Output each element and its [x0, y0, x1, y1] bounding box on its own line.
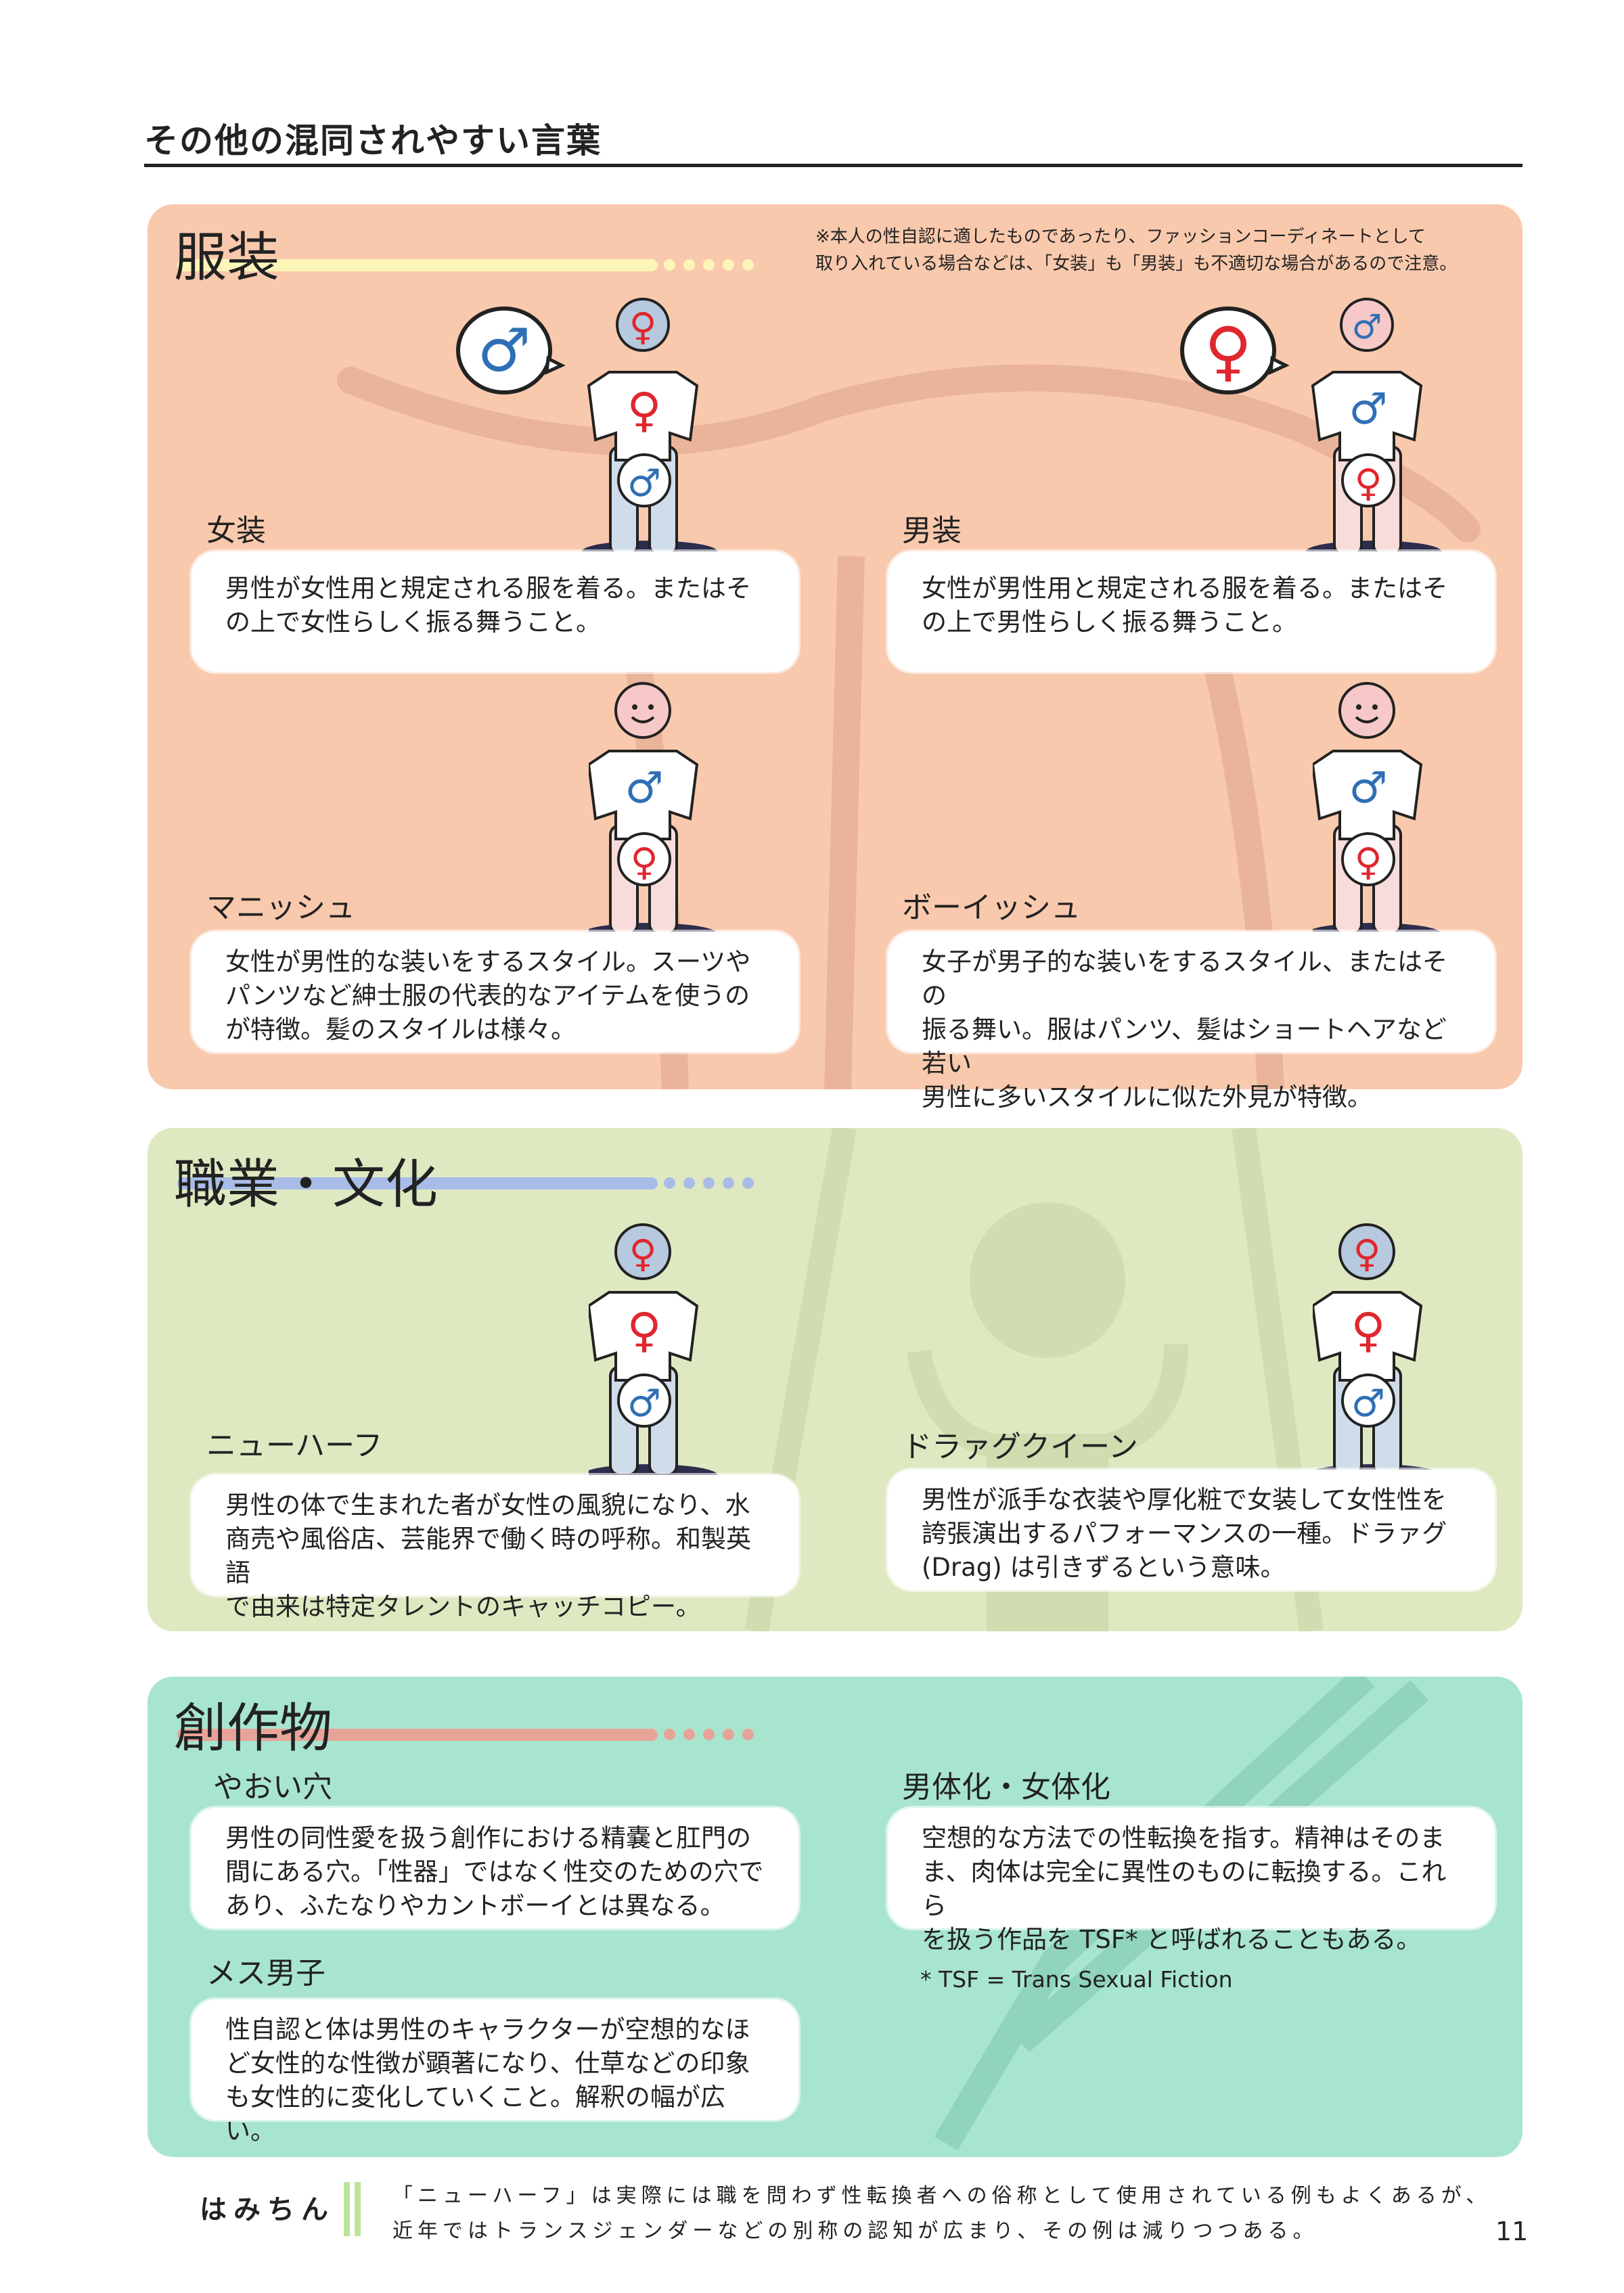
- divider-bar: [355, 2182, 361, 2236]
- female-icon: ♀: [1353, 1232, 1380, 1276]
- title-rule: [144, 164, 1522, 167]
- male-icon: ♂: [627, 1382, 661, 1426]
- term-mesu-danshi: メス男子: [206, 1956, 325, 1991]
- title-dots: [664, 1177, 754, 1189]
- female-icon: ♀: [630, 840, 658, 884]
- desc-card-newhalf: 男性の体で生まれた者が女性の風貌になり、水商売や風俗店、芸能界で働く時の呼称。和…: [191, 1475, 798, 1621]
- female-icon: ♀: [1354, 840, 1382, 884]
- female-icon: ♀: [629, 305, 656, 349]
- desc-card-gender-bend: 空想的な方法での性転換を指す。精神はそのまま、肉体は完全に異性のものに転換する。…: [888, 1808, 1495, 1954]
- figure-crossdress: ♂ ♀ ♀ ♂: [456, 298, 717, 562]
- male-icon: ♂: [627, 461, 661, 505]
- term-josou: 女装: [206, 514, 266, 548]
- section-title-fiction: 創作物: [174, 1698, 333, 1759]
- term-dragqueen: ドラァグクイーン: [902, 1430, 1138, 1464]
- term-dansou: 男装: [902, 514, 962, 548]
- figure-newhalf: ♀ ♀ ♂: [589, 1223, 717, 1486]
- desc-card-dansou: 女性が男性用と規定される服を着る。またはその上で男性らしく振る舞うこと。: [888, 551, 1495, 672]
- term-mannish: マニッシュ: [206, 890, 355, 925]
- divider-bar: [344, 2182, 350, 2236]
- male-icon: ♂: [1349, 384, 1387, 434]
- desc-card-boyish: 女子が男子的な装いをするスタイル、またはその振る舞い。服はパンツ、髪はショートヘ…: [888, 932, 1495, 1112]
- desc-card-mannish: 女性が男性的な装いをするスタイル。スーツやパンツなど紳士服の代表的なアイテムを使…: [191, 932, 798, 1052]
- desc-card-yaoi-ana: 男性の同性愛を扱う創作における精嚢と肛門の間にある穴。「性器」ではなく性交のため…: [191, 1808, 798, 1928]
- male-icon: ♂: [1349, 763, 1387, 813]
- figure-dragqueen: ♀ ♀ ♂: [1313, 1223, 1441, 1486]
- male-icon: ♂: [1351, 1382, 1385, 1426]
- author-name: はみちん: [200, 2194, 335, 2225]
- clothing-note: ※本人の性自認に適したものであったり、ファッションコーディネートとして 取り入れ…: [815, 227, 1458, 274]
- desc-card-mesu-danshi: 性自認と体は男性のキャラクターが空想的なほど女性的な性徴が顕著になり、仕草などの…: [191, 1999, 798, 2146]
- term-yaoi-ana: やおい穴: [213, 1770, 332, 1804]
- term-boyish: ボーイッシュ: [902, 890, 1081, 925]
- female-icon: ♀: [1204, 313, 1252, 389]
- title-underline: [177, 1729, 658, 1741]
- bottom-note: 「ニューハーフ」は実際には職を問わず性転換者への俗称として使用されている例もよく…: [392, 2184, 1491, 2243]
- page-number: 11: [1495, 2217, 1529, 2246]
- female-icon: ♀: [627, 1302, 661, 1358]
- male-icon: ♂: [478, 315, 531, 385]
- page-title: その他の混同されやすい言葉: [144, 121, 602, 160]
- female-icon: ♀: [627, 382, 661, 438]
- title-underline: [177, 259, 658, 271]
- desc-card-josou: 男性が女性用と規定される服を着る。またはその上で女性らしく振る舞うこと。: [191, 551, 798, 672]
- tsf-footnote: * TSF = Trans Sexual Fiction: [920, 1966, 1233, 1993]
- term-gender-bend: 男体化・女体化: [902, 1770, 1110, 1804]
- female-icon: ♀: [1351, 1302, 1385, 1358]
- female-icon: ♀: [629, 1232, 656, 1276]
- title-dots: [664, 1729, 754, 1740]
- section-title-culture: 職業・文化: [174, 1154, 438, 1215]
- title-dots: [664, 259, 754, 271]
- male-icon: ♂: [1352, 307, 1382, 346]
- figure-maledress: ♀ ♂ ♂ ♀: [1180, 298, 1441, 562]
- title-underline: [177, 1177, 658, 1189]
- male-icon: ♂: [625, 763, 663, 813]
- female-icon: ♀: [1354, 461, 1382, 505]
- figure-mannish: ♂ ♀: [589, 682, 717, 945]
- section-title-clothing: 服装: [174, 227, 280, 288]
- figure-boyish: ♂ ♀: [1313, 682, 1441, 945]
- desc-card-dragqueen: 男性が派手な衣装や厚化粧で女装して女性性を誇張演出するパフォーマンスの一種。ドラ…: [888, 1470, 1495, 1590]
- term-newhalf: ニューハーフ: [206, 1428, 383, 1463]
